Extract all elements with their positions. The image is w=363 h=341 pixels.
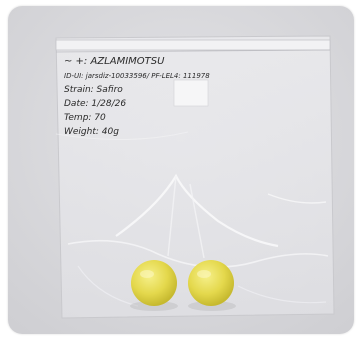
sphere-shadow — [188, 301, 236, 311]
yellow-spheres — [130, 260, 236, 311]
label-weight-line: Weight: 40g — [64, 127, 119, 137]
specimen-photo: ~ +: AZLAMIMOTSU ID-UI: jarsdiz-10033596… — [8, 6, 354, 334]
yellow-sphere-right — [188, 260, 234, 306]
label-strain-line: Strain: Safiro — [64, 85, 123, 95]
plastic-bag — [55, 35, 335, 319]
blank-label-patch — [173, 79, 209, 107]
handwritten-label: ~ +: AZLAMIMOTSU ID-UI: jarsdiz-10033596… — [64, 56, 210, 137]
zip-seal — [55, 39, 331, 51]
yellow-sphere-left — [131, 260, 177, 306]
label-id-line: ID-UI: jarsdiz-10033596/ PF-LEL4: 111978 — [64, 72, 210, 80]
label-name-line: ~ +: AZLAMIMOTSU — [64, 56, 165, 67]
label-temp-line: Temp: 70 — [64, 113, 106, 123]
label-date-line: Date: 1/28/26 — [64, 99, 126, 109]
photo-card: ~ +: AZLAMIMOTSU ID-UI: jarsdiz-10033596… — [8, 6, 354, 334]
